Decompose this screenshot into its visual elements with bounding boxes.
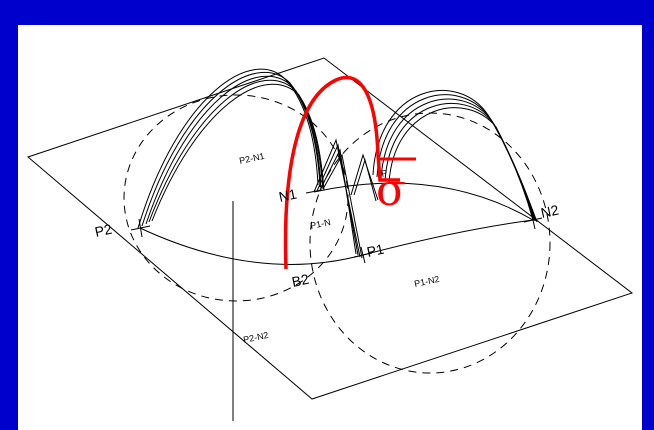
arc-p2-b2-p1 bbox=[139, 227, 364, 265]
label-p1-n2: P1-N2 bbox=[413, 274, 440, 289]
label-b2: B2 bbox=[290, 271, 310, 290]
plane-outline bbox=[27, 57, 634, 400]
label-n1: N1 bbox=[277, 186, 298, 205]
label-p2-n1: P2-N1 bbox=[238, 151, 265, 166]
diagram-canvas: σ P2 N1 P1 N2 B2 P2-N1 P1-N P1-N2 P2-N2 … bbox=[18, 25, 642, 430]
label-p-small: P bbox=[380, 168, 388, 179]
label-p1: P1 bbox=[365, 241, 385, 260]
node-ticks bbox=[130, 189, 543, 264]
dashed-circle-right bbox=[309, 112, 551, 374]
arc-p1-n2 bbox=[362, 219, 534, 256]
label-p2-n2: P2-N2 bbox=[242, 330, 269, 345]
loop-bundle-middle bbox=[313, 138, 379, 259]
arc-n1-n2 bbox=[313, 182, 534, 221]
label-p2: P2 bbox=[93, 221, 113, 240]
label-p1-n: P1-N bbox=[309, 217, 331, 231]
stereonet-diagram: σ P2 N1 P1 N2 B2 P2-N1 P1-N P1-N2 P2-N2 … bbox=[27, 57, 634, 421]
loop-bundle-left bbox=[137, 68, 325, 229]
highlight-path-red bbox=[283, 75, 400, 270]
label-n2: N2 bbox=[539, 202, 560, 221]
sigma-symbol: σ bbox=[376, 165, 406, 216]
dashed-circle-left bbox=[123, 94, 349, 302]
loop-bundle-right bbox=[372, 89, 538, 223]
